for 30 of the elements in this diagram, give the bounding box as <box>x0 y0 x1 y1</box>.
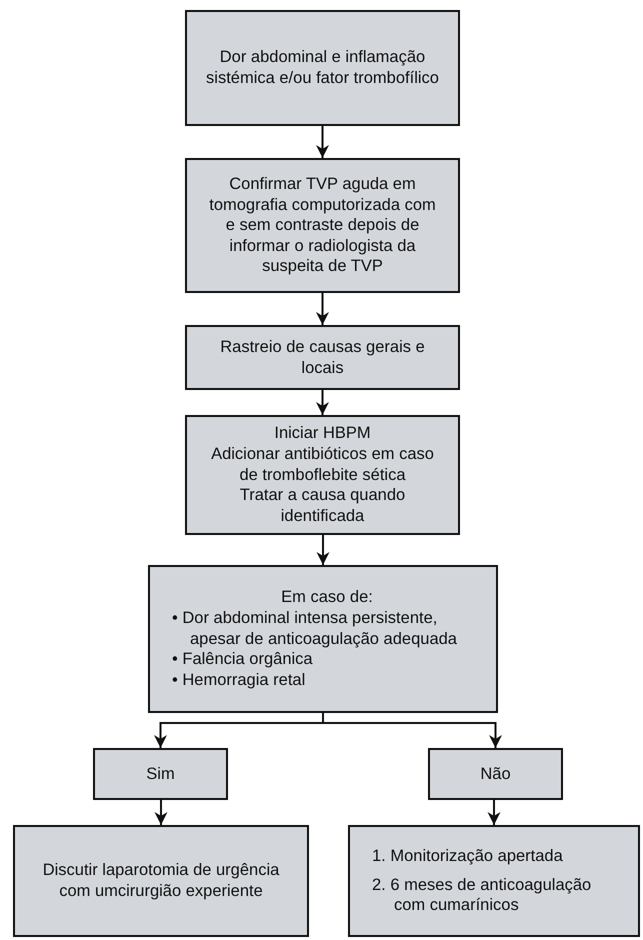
process-box <box>185 10 460 126</box>
process-box <box>13 825 309 937</box>
list-item: 2. 6 meses de anticoagulação com cumarínicos <box>372 874 592 916</box>
list-item: 1. Monitorização apertada <box>372 846 564 867</box>
box-text: Não <box>480 764 511 784</box>
box-text: Discutir laparotomia de urgência com umcirurgião experiente <box>42 860 280 902</box>
box-text: Confirmar TVP aguda em tomografia computorizada com e sem contraste depois de informar o radiologista da suspeita de TVP <box>208 174 437 278</box>
box-text: Rastreio de causas gerais e locais <box>219 336 426 378</box>
box-heading: Em caso de: <box>280 587 374 608</box>
box-text: Tratar a causa quando identificada <box>238 485 406 527</box>
list-item: • Dor abdominal intensa persistente, apesar de anticoagulação adequada <box>172 608 458 650</box>
box-text: Sim <box>146 764 175 784</box>
arrow <box>316 390 329 415</box>
process-box <box>93 748 228 800</box>
process-box <box>185 325 460 390</box>
arrow <box>316 126 329 158</box>
arrow <box>154 800 168 825</box>
process-box <box>148 565 498 713</box>
arrow <box>316 535 330 565</box>
arrow <box>488 800 500 825</box>
box-text: Dor abdominal e inflamação sistémica e/ou fator trombofílico <box>205 47 440 89</box>
box-text: Iniciar HBPM <box>274 423 371 444</box>
box-text: Adicionar antibióticos em caso de tromboflebite sética <box>210 444 435 486</box>
process-box <box>185 158 460 293</box>
list-item: • Falência orgânica <box>172 649 314 670</box>
arrow <box>316 293 329 325</box>
process-box <box>185 415 460 535</box>
list-item: • Hemorragia retal <box>172 670 306 691</box>
process-box <box>348 825 640 937</box>
process-box <box>428 748 563 800</box>
